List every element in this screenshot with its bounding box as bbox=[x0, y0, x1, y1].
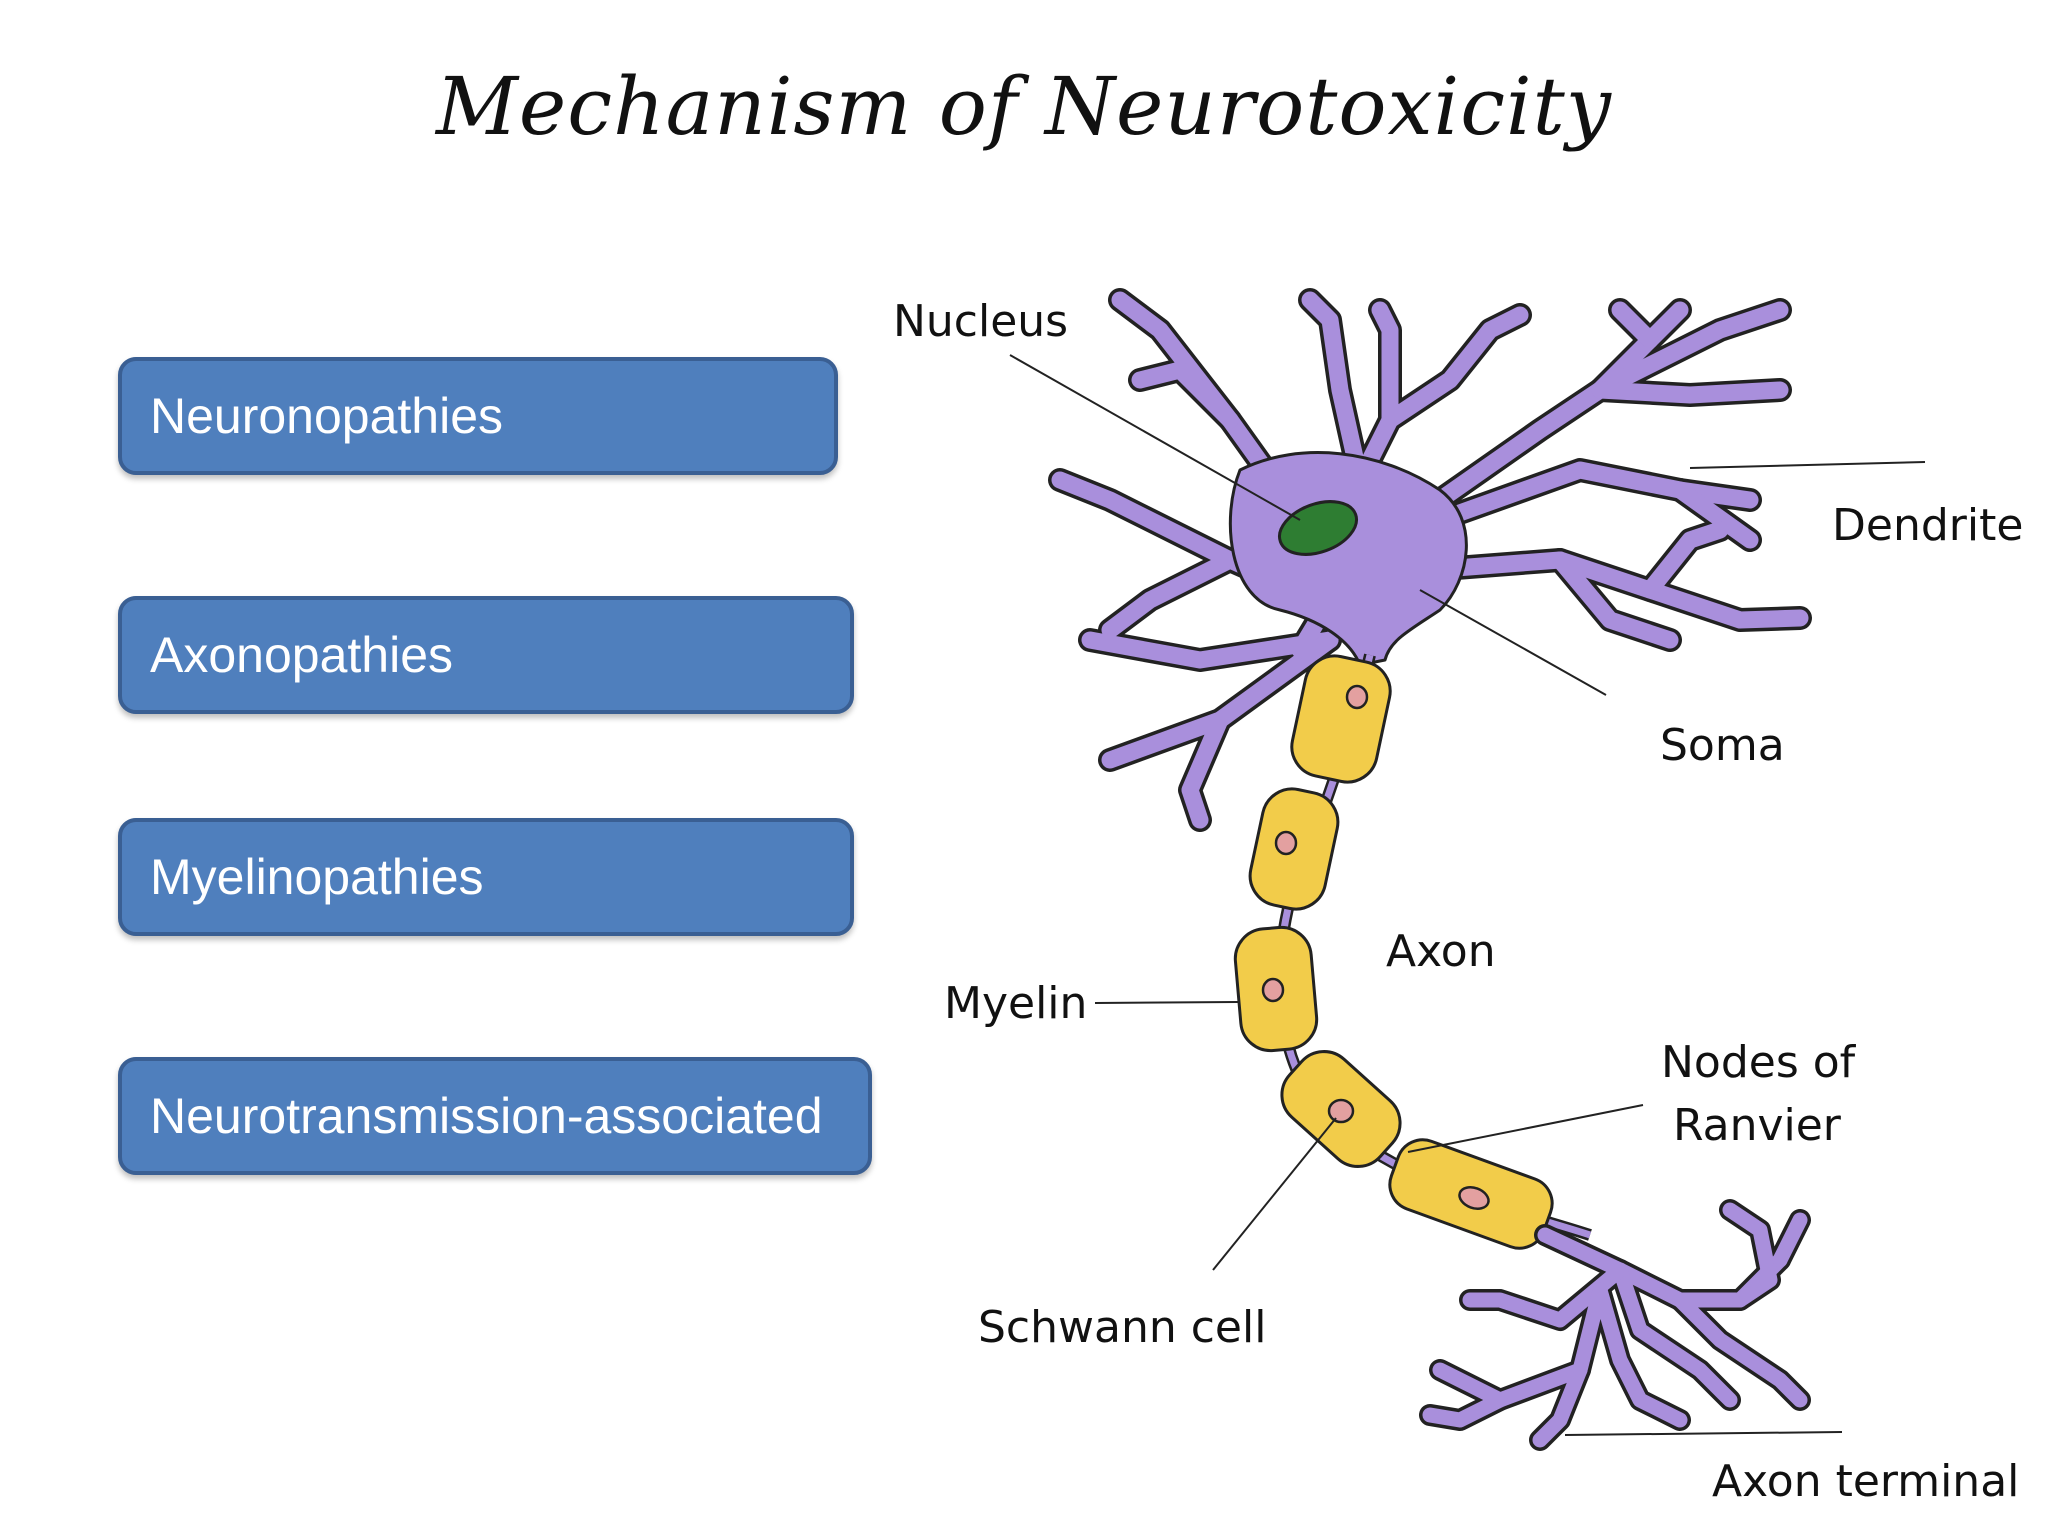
axon bbox=[1233, 653, 1592, 1250]
axon-terminal-leader bbox=[1564, 1431, 1843, 1436]
label-myelin: Myelin bbox=[944, 978, 1087, 1029]
slide-title: Mechanism of Neurotoxicity bbox=[436, 60, 1612, 153]
label-ranvier: Ranvier bbox=[1673, 1100, 1842, 1151]
nucleus-leader bbox=[1009, 354, 1301, 521]
schwann-leader bbox=[1212, 1117, 1337, 1271]
label-axon: Axon bbox=[1386, 926, 1496, 977]
nucleus-shape bbox=[1278, 500, 1358, 556]
category-neurotransmission-associated[interactable]: Neurotransmission-associated bbox=[118, 1057, 872, 1175]
schwann-cell-1 bbox=[1290, 654, 1392, 784]
schwann-nuclei bbox=[1261, 684, 1490, 1210]
dendrite-leader bbox=[1689, 461, 1926, 469]
label-dendrite: Dendrite bbox=[1832, 500, 2023, 551]
leader-lines bbox=[1009, 354, 1926, 1436]
axon-terminal bbox=[1419, 1199, 1811, 1451]
label-soma: Soma bbox=[1660, 720, 1785, 771]
category-myelinopathies[interactable]: Myelinopathies bbox=[118, 818, 854, 936]
dendrites-fill bbox=[1051, 291, 1809, 829]
neuron-body bbox=[1048, 288, 1812, 832]
soma-shape bbox=[1228, 451, 1468, 667]
category-neuronopathies[interactable]: Neuronopathies bbox=[118, 357, 838, 475]
label-nodes-of: Nodes of bbox=[1661, 1037, 1857, 1088]
label-schwann-cell: Schwann cell bbox=[978, 1302, 1266, 1353]
nodes-leader bbox=[1407, 1104, 1644, 1153]
label-axon-terminal: Axon terminal bbox=[1712, 1456, 2019, 1507]
myelin-leader bbox=[1094, 1001, 1239, 1004]
category-axonopathies[interactable]: Axonopathies bbox=[118, 596, 854, 714]
label-nucleus: Nucleus bbox=[893, 296, 1068, 347]
soma-leader bbox=[1419, 589, 1607, 696]
